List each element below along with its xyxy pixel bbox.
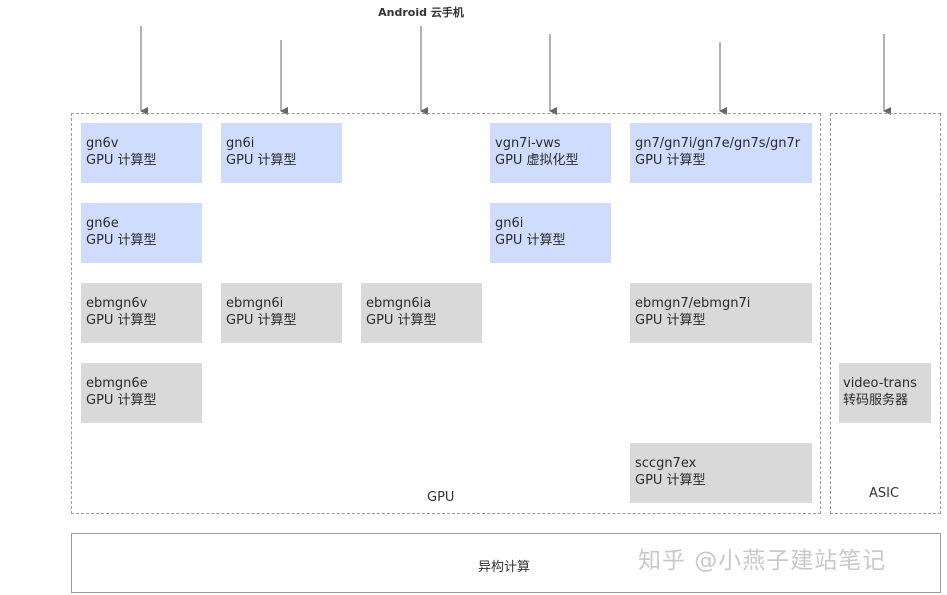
instance-name: gn7/gn7i/gn7e/gn7s/gn7r <box>635 136 801 151</box>
instance-box-ebmgn6ia: ebmgn6ia GPU 计算型 <box>361 283 482 343</box>
instance-box-gn6i: gn6i GPU 计算型 <box>221 123 342 183</box>
instance-name: ebmgn6e <box>86 376 148 391</box>
top-label-3: Android 云手机 <box>378 6 464 19</box>
instance-type: GPU 计算型 <box>635 313 706 328</box>
instance-name: gn6i <box>226 136 255 151</box>
instance-type: GPU 计算型 <box>366 313 437 328</box>
instance-box-ebmgn6e: ebmgn6e GPU 计算型 <box>81 363 202 423</box>
gpu-frame <box>71 113 821 514</box>
instance-type: GPU 计算型 <box>635 153 706 168</box>
asic-frame <box>830 113 941 514</box>
instance-type: GPU 计算型 <box>495 233 566 248</box>
instance-type: GPU 计算型 <box>86 233 157 248</box>
watermark: 知乎 @小燕子建站笔记 <box>638 548 887 574</box>
instance-box-ebmgn6i: ebmgn6i GPU 计算型 <box>221 283 342 343</box>
instance-type: GPU 计算型 <box>226 153 297 168</box>
instance-box-ebmgn7: ebmgn7/ebmgn7i GPU 计算型 <box>630 283 812 343</box>
heterogeneous-computing-label: 异构计算 <box>478 560 531 575</box>
instance-box-ebmgn6v: ebmgn6v GPU 计算型 <box>81 283 202 343</box>
arrows-layer <box>140 26 891 115</box>
instance-box-vgn7i-vws: vgn7i-vws GPU 虚拟化型 <box>490 123 611 183</box>
instance-type: GPU 计算型 <box>86 153 157 168</box>
instance-name: gn6e <box>86 216 119 231</box>
instance-type: GPU 计算型 <box>86 313 157 328</box>
instance-type: GPU 计算型 <box>635 473 706 488</box>
instance-name: gn6v <box>86 136 119 151</box>
asic-caption: ASIC <box>869 486 900 501</box>
instance-type: 转码服务器 <box>843 393 909 408</box>
instance-name: gn6i <box>495 216 524 231</box>
heterogeneous-computing-bar <box>71 533 941 593</box>
instance-name: sccgn7ex <box>635 456 697 471</box>
instance-type: GPU 计算型 <box>86 393 157 408</box>
instance-box-gn6v: gn6v GPU 计算型 <box>81 123 202 183</box>
instance-box-gn6e: gn6e GPU 计算型 <box>81 203 202 263</box>
instance-name: ebmgn6i <box>226 296 284 311</box>
instance-name: video-trans <box>843 376 917 391</box>
gpu-caption: GPU <box>427 490 455 505</box>
instance-type: GPU 虚拟化型 <box>495 153 579 168</box>
instance-box-gn7-family: gn7/gn7i/gn7e/gn7s/gn7r GPU 计算型 <box>630 123 812 183</box>
instance-name: ebmgn6ia <box>366 296 432 311</box>
instance-type: GPU 计算型 <box>226 313 297 328</box>
instance-box-sccgn7ex: sccgn7ex GPU 计算型 <box>630 443 812 503</box>
instance-name: vgn7i-vws <box>495 136 561 151</box>
instance-box-video-trans: video-trans 转码服务器 <box>839 363 931 423</box>
instance-name: ebmgn7/ebmgn7i <box>635 296 751 311</box>
instance-box-gn6i-vws: gn6i GPU 计算型 <box>490 203 611 263</box>
instance-name: ebmgn6v <box>86 296 148 311</box>
